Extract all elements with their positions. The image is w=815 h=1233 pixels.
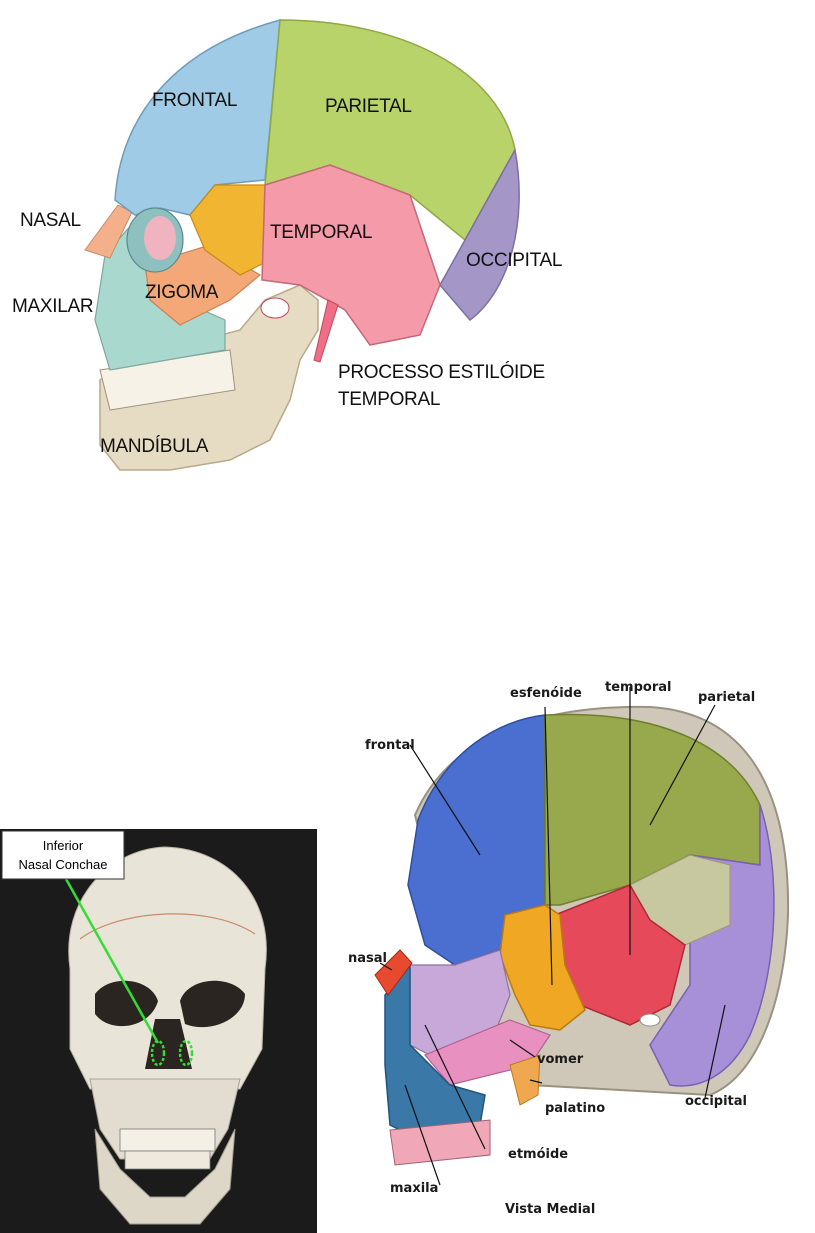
lateral-skull-diagram: FRONTAL PARIETAL NASAL TEMPORAL OCCIPITA…: [0, 0, 600, 500]
callout-line2: Nasal Conchae: [19, 857, 108, 872]
label-etmoide: etmóide: [508, 1147, 568, 1162]
ear-canal: [261, 298, 289, 318]
label-zigoma: ZIGOMA: [145, 282, 219, 303]
label-esfenoide: esfenóide: [510, 686, 582, 701]
frontal-skull-svg: Inferior Nasal Conchae: [0, 829, 317, 1233]
label-processo-line2: TEMPORAL: [338, 389, 440, 410]
label-parietal: PARIETAL: [325, 96, 412, 117]
label-parietal: parietal: [698, 690, 755, 705]
lateral-skull-svg: FRONTAL PARIETAL NASAL TEMPORAL OCCIPITA…: [0, 0, 600, 500]
label-maxila: maxila: [390, 1181, 438, 1196]
label-palatino: palatino: [545, 1101, 605, 1116]
label-temporal: TEMPORAL: [270, 222, 372, 243]
medial-skull-diagram: esfenóide temporal parietal frontal nasa…: [330, 665, 815, 1233]
upper-teeth: [120, 1129, 215, 1151]
orbit-inner: [144, 216, 176, 260]
label-occipital: occipital: [685, 1094, 747, 1109]
label-frontal: frontal: [365, 738, 415, 753]
foramen: [640, 1014, 660, 1026]
label-temporal: temporal: [605, 680, 671, 695]
label-frontal: FRONTAL: [152, 90, 237, 111]
callout-line1: Inferior: [43, 838, 84, 853]
lower-teeth: [125, 1151, 210, 1169]
label-mandibula: MANDÍBULA: [100, 436, 209, 457]
label-maxilar: MAXILAR: [12, 296, 93, 317]
label-nasal: NASAL: [20, 210, 81, 231]
label-processo-line1: PROCESSO ESTILÓIDE: [338, 361, 545, 383]
caption-vista-medial: Vista Medial: [505, 1202, 595, 1217]
label-nasal: nasal: [348, 951, 387, 966]
medial-skull-svg: esfenóide temporal parietal frontal nasa…: [330, 665, 815, 1233]
label-occipital: OCCIPITAL: [466, 250, 562, 271]
label-vomer: vomer: [537, 1052, 584, 1067]
frontal-skull-photo: Inferior Nasal Conchae: [0, 829, 317, 1233]
